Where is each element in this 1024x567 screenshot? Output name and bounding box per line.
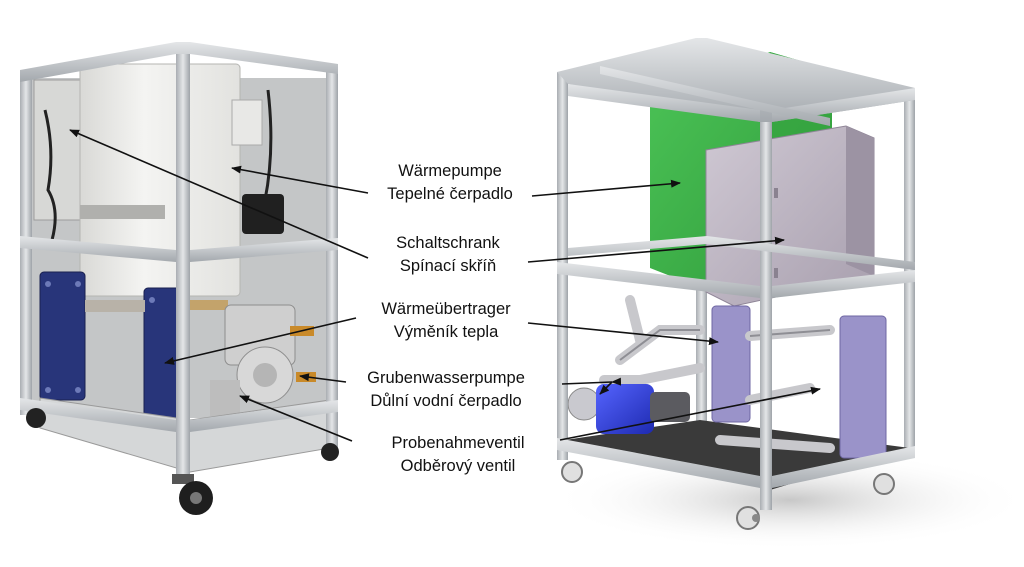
leader-pump-right-2 bbox=[599, 381, 613, 395]
leader-pump-right bbox=[561, 377, 622, 386]
leader-lines bbox=[69, 129, 821, 442]
label-mine-water-pump-cz: Důlní vodní čerpadlo bbox=[370, 392, 522, 410]
label-mine-water-pump-de: Grubenwasserpumpe bbox=[367, 369, 525, 387]
label-mine-water-pump: Grubenwasserpumpe Důlní vodní čerpadlo bbox=[336, 367, 556, 413]
leader-valve-left bbox=[239, 395, 353, 442]
label-control-cabinet: Schaltschrank Spínací skříň bbox=[338, 232, 558, 278]
label-heat-pump-de: Wärmepumpe bbox=[398, 162, 502, 180]
leader-exchanger-right bbox=[527, 322, 719, 346]
leader-pump-left bbox=[299, 373, 347, 383]
label-control-cabinet-cz: Spínací skříň bbox=[399, 257, 497, 275]
photo-unit bbox=[20, 42, 339, 515]
label-sampling-valve: Probenahmeventil Odběrový ventil bbox=[348, 432, 568, 478]
leader-exchanger-left bbox=[164, 317, 357, 365]
leader-heat-pump-right bbox=[531, 179, 681, 197]
leader-cabinet-right bbox=[527, 236, 785, 263]
label-sampling-valve-cz: Odběrový ventil bbox=[400, 457, 516, 475]
label-heat-exchanger: Wärmeübertrager Výměník tepla bbox=[336, 298, 556, 344]
label-heat-exchanger-de: Wärmeübertrager bbox=[381, 300, 511, 318]
label-control-cabinet-de: Schaltschrank bbox=[396, 234, 500, 252]
leader-valve-right bbox=[559, 386, 821, 441]
label-sampling-valve-de: Probenahmeventil bbox=[391, 434, 525, 452]
label-heat-pump-cz: Tepelné čerpadlo bbox=[387, 185, 513, 203]
leader-heat-pump-left bbox=[231, 165, 369, 194]
label-heat-exchanger-cz: Výměník tepla bbox=[393, 323, 499, 341]
render-unit bbox=[550, 38, 1024, 550]
leader-cabinet-left bbox=[69, 129, 369, 259]
label-heat-pump: Wärmepumpe Tepelné čerpadlo bbox=[340, 160, 560, 206]
